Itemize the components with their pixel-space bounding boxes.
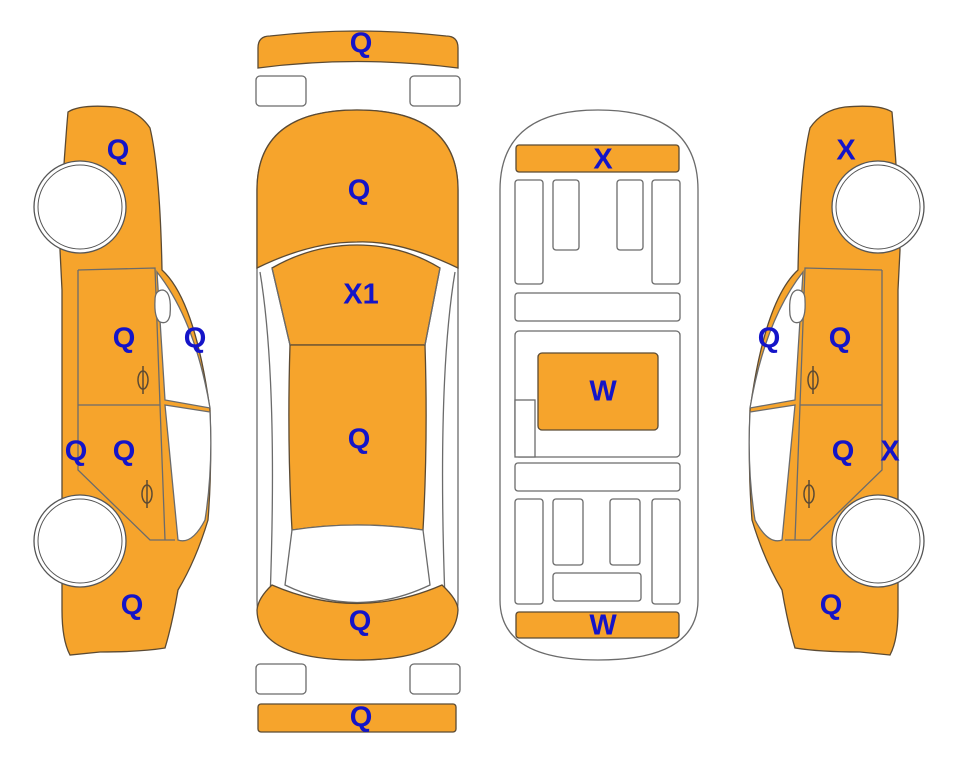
right-door-handle-rear bbox=[803, 480, 815, 508]
mark-front-bumper: Q bbox=[349, 27, 373, 60]
right-door-handle-front bbox=[807, 366, 819, 394]
mark-trunk-lid: Q bbox=[348, 605, 372, 638]
left-door-lines bbox=[77, 267, 175, 541]
under-mid-inner-l bbox=[514, 399, 536, 458]
mark-right-front-fender: X bbox=[836, 134, 856, 167]
mark-hood: Q bbox=[347, 174, 371, 207]
under-rail-5 bbox=[514, 498, 544, 605]
left-rear-wheel bbox=[33, 494, 127, 588]
under-bar-2 bbox=[514, 462, 681, 492]
front-bumper-panel bbox=[257, 30, 459, 69]
left-door-handle-front bbox=[137, 366, 149, 394]
under-rail-2 bbox=[552, 179, 580, 251]
right-mirror bbox=[789, 289, 806, 324]
top-side-lines bbox=[259, 267, 456, 601]
mark-right-quarter-panel: Q bbox=[819, 589, 843, 622]
rear-bumper-panel bbox=[257, 703, 457, 733]
left-front-wheel bbox=[33, 160, 127, 254]
floor-pan-panel bbox=[537, 352, 659, 431]
right-front-wheel bbox=[831, 160, 925, 254]
mark-left-quarter-panel: Q bbox=[120, 589, 144, 622]
left-mirror bbox=[154, 289, 171, 324]
under-rail-1 bbox=[514, 179, 544, 285]
under-rail-6 bbox=[552, 498, 584, 566]
hood-panel bbox=[256, 109, 459, 270]
left-rear-glass bbox=[164, 404, 212, 542]
left-door-handle-rear bbox=[141, 480, 153, 508]
left-side-view bbox=[33, 105, 212, 656]
mark-right-a-pillar: Q bbox=[757, 322, 781, 355]
front-right-light bbox=[409, 75, 461, 107]
right-rear-glass bbox=[748, 404, 796, 542]
right-door-lines bbox=[785, 267, 883, 541]
mark-right-rear-door-label: Q bbox=[831, 435, 855, 468]
top-view bbox=[255, 30, 461, 733]
under-rail-3 bbox=[616, 179, 644, 251]
rear-cross-member-panel bbox=[515, 611, 680, 639]
mark-front-cross-member: X bbox=[593, 143, 613, 176]
mark-left-rocker: Q bbox=[64, 435, 88, 468]
under-rail-7 bbox=[609, 498, 641, 566]
mark-left-rear-door: Q bbox=[112, 435, 136, 468]
under-bar-3 bbox=[552, 572, 642, 602]
mark-roof: Q bbox=[347, 423, 371, 456]
mark-windshield-roof-front: X1 bbox=[343, 278, 379, 311]
under-bar-1 bbox=[514, 292, 681, 322]
windshield-panel bbox=[271, 244, 441, 346]
under-rail-4 bbox=[651, 179, 681, 285]
mark-right-front-door: Q bbox=[828, 322, 852, 355]
right-side-view bbox=[748, 105, 925, 656]
rear-left-light bbox=[255, 663, 307, 695]
mark-floor-pan: W bbox=[589, 375, 617, 408]
mark-left-front-door: Q bbox=[112, 322, 136, 355]
rear-glass bbox=[284, 524, 431, 604]
mark-rear-bumper: Q bbox=[349, 701, 373, 734]
rear-right-light bbox=[409, 663, 461, 695]
right-rear-wheel bbox=[831, 494, 925, 588]
mark-left-front-fender: Q bbox=[106, 134, 130, 167]
front-left-light bbox=[255, 75, 307, 107]
under-rail-8 bbox=[651, 498, 681, 605]
underbody-view bbox=[499, 109, 699, 661]
mark-right-rocker: X bbox=[880, 435, 900, 468]
front-cross-member-panel bbox=[515, 144, 680, 173]
trunk-panel bbox=[256, 584, 459, 661]
mark-rear-cross-member: W bbox=[589, 609, 617, 642]
mark-left-a-pillar: Q bbox=[183, 322, 207, 355]
